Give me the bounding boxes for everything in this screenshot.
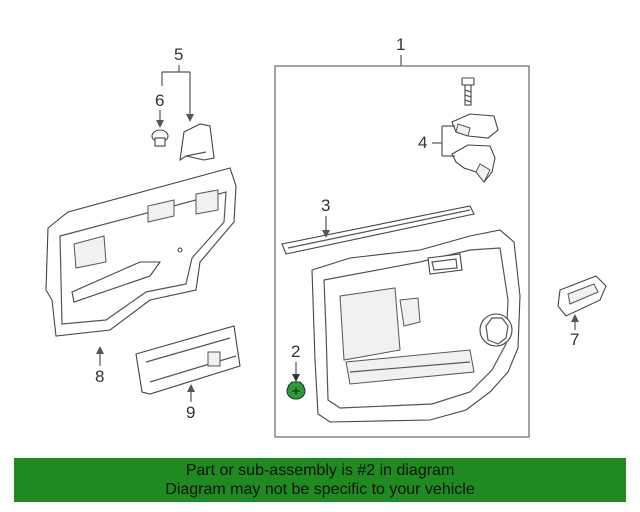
highlighted-clip-part-2[interactable] xyxy=(286,381,306,400)
outer-panel-part xyxy=(45,167,237,337)
banner-line-1: Part or sub-assembly is #2 in diagram xyxy=(185,462,455,479)
callout-6[interactable]: 6 xyxy=(155,91,164,128)
callout-4-label: 4 xyxy=(418,133,427,152)
screw-part xyxy=(461,77,475,106)
clip-lower-part xyxy=(451,144,496,183)
callout-3-label: 3 xyxy=(321,196,330,215)
callout-9-label: 9 xyxy=(186,403,195,422)
callout-8-label: 8 xyxy=(95,367,104,386)
handle-bezel-part xyxy=(557,275,607,317)
parts-diagram: 1 4 3 xyxy=(45,35,607,438)
door-trim-panel-part xyxy=(311,229,521,423)
callout-6-label: 6 xyxy=(155,91,164,110)
callout-7-label: 7 xyxy=(570,330,579,349)
callout-8[interactable]: 8 xyxy=(95,346,104,386)
clip-upper-part xyxy=(451,113,499,139)
callout-2[interactable]: 2 xyxy=(291,342,300,382)
belt-moulding-part xyxy=(281,205,475,255)
callout-5[interactable]: 5 xyxy=(161,45,194,122)
callout-7[interactable]: 7 xyxy=(570,314,579,349)
corner-piece-part xyxy=(179,123,215,162)
callout-9[interactable]: 9 xyxy=(186,384,195,422)
assembly-frame xyxy=(274,65,530,438)
callout-1[interactable]: 1 xyxy=(396,35,405,66)
banner-line-2: Diagram may not be specific to your vehi… xyxy=(165,481,475,498)
callout-3[interactable]: 3 xyxy=(321,196,330,238)
lower-bracket-part xyxy=(135,325,241,395)
info-banner: Part or sub-assembly is #2 in diagram Di… xyxy=(14,458,626,502)
callout-2-label: 2 xyxy=(291,342,300,361)
callout-5-label: 5 xyxy=(174,45,183,64)
small-clip-part xyxy=(151,129,169,147)
callout-4[interactable]: 4 xyxy=(418,125,455,157)
callout-1-label: 1 xyxy=(396,35,405,54)
